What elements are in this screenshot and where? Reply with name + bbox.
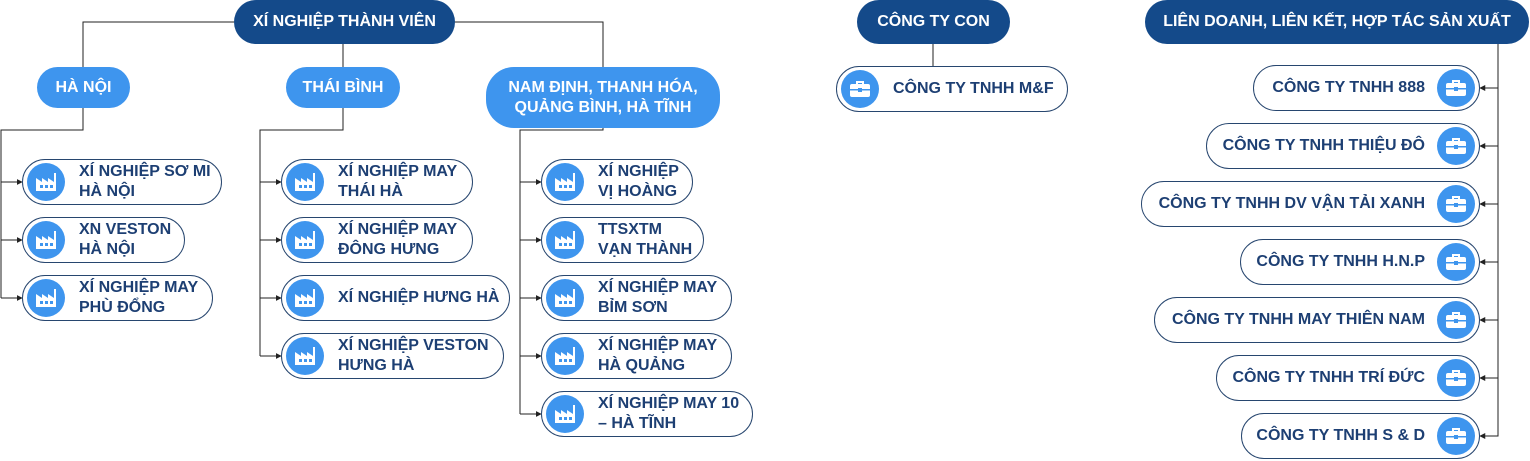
factory-icon (27, 221, 65, 259)
node-cty-may-thien-nam: CÔNG TY TNHH MAY THIÊN NAM (1154, 297, 1480, 343)
header-joint-venture: LIÊN DOANH, LIÊN KẾT, HỢP TÁC SẢN XUẤT (1145, 0, 1529, 44)
region-ha-noi-label: HÀ NỘI (55, 78, 112, 96)
factory-icon (546, 279, 584, 317)
node-line-2: HÀ NỘI (79, 241, 135, 258)
briefcase-icon (1437, 359, 1475, 397)
briefcase-icon (1437, 69, 1475, 107)
node-line-1: XÍ NGHIỆP MAY (338, 163, 458, 180)
node-line-1: TTSXTM (598, 221, 662, 238)
node-line-1: XÍ NGHIỆP MAY (338, 221, 458, 238)
node-line-1: XÍ NGHIỆP HƯNG HÀ (338, 289, 500, 306)
node-label: CÔNG TY TNHH MAY THIÊN NAM (1171, 311, 1425, 328)
factory-icon (286, 279, 324, 317)
node-line-2: HƯNG HÀ (338, 357, 415, 374)
node-line-1: XÍ NGHIỆP MAY 10 (598, 395, 740, 412)
region-nam-dinh-label-2: QUẢNG BÌNH, HÀ TĨNH (514, 98, 692, 116)
node-line-2: BỈM SƠN (598, 299, 668, 316)
node-xn-veston-hung-ha: XÍ NGHIỆP VESTON HƯNG HÀ (281, 333, 504, 379)
node-line-1: XÍ NGHIỆP (598, 163, 679, 180)
region-nam-dinh-label-1: NAM ĐỊNH, THANH HÓA, (508, 78, 698, 96)
node-xn-may-bim-son: XÍ NGHIỆP MAY BỈM SƠN (541, 275, 732, 321)
node-line-1: XÍ NGHIỆP MAY (598, 337, 718, 354)
factory-icon (546, 395, 584, 433)
node-ttsxtm-van-thanh: TTSXTM VẠN THÀNH (541, 217, 704, 263)
node-xn-veston-ha-noi: XN VESTON HÀ NỘI (22, 217, 185, 263)
region-ha-noi: HÀ NỘI (37, 67, 130, 108)
node-line-2: VẠN THÀNH (598, 241, 693, 258)
node-line-1: XN VESTON (79, 221, 172, 238)
node-line-2: THÁI HÀ (338, 183, 403, 200)
node-line-1: XÍ NGHIỆP VESTON (338, 337, 489, 354)
header-subsidiary: CÔNG TY CON (857, 0, 1010, 44)
node-xn-may-10-ha-tinh: XÍ NGHIỆP MAY 10 – HÀ TĨNH (541, 391, 753, 437)
node-xn-may-phu-dong: XÍ NGHIỆP MAY PHÙ ĐỔNG (22, 275, 213, 321)
factory-icon (27, 279, 65, 317)
factory-icon (546, 337, 584, 375)
region-thai-binh-label: THÁI BÌNH (302, 78, 384, 96)
node-label: CÔNG TY TNHH M&F (893, 80, 1054, 97)
node-label: CÔNG TY TNHH DV VẬN TẢI XANH (1158, 195, 1425, 212)
node-cong-ty-mf: CÔNG TY TNHH M&F (836, 66, 1068, 112)
briefcase-icon (1437, 243, 1475, 281)
node-line-2: ĐÔNG HƯNG (338, 241, 440, 258)
briefcase-icon (1437, 127, 1475, 165)
briefcase-icon (841, 70, 879, 108)
node-label: CÔNG TY TNHH H.N.P (1256, 253, 1425, 270)
node-line-1: XÍ NGHIỆP SƠ MI (79, 163, 211, 180)
node-xn-vi-hoang: XÍ NGHIỆP VỊ HOÀNG (541, 159, 693, 205)
node-line-2: VỊ HOÀNG (598, 183, 678, 200)
node-cty-888: CÔNG TY TNHH 888 (1253, 65, 1480, 111)
node-xn-may-thai-ha: XÍ NGHIỆP MAY THÁI HÀ (281, 159, 473, 205)
node-cty-van-tai-xanh: CÔNG TY TNHH DV VẬN TẢI XANH (1141, 181, 1480, 227)
header-member-label: XÍ NGHIỆP THÀNH VIÊN (253, 13, 436, 30)
region-thai-binh: THÁI BÌNH (286, 67, 400, 108)
node-cty-s-d: CÔNG TY TNHH S & D (1241, 413, 1480, 459)
node-cty-hnp: CÔNG TY TNHH H.N.P (1240, 239, 1480, 285)
factory-icon (27, 163, 65, 201)
node-xn-may-ha-quang: XÍ NGHIỆP MAY HÀ QUẢNG (541, 333, 732, 379)
header-joint-label: LIÊN DOANH, LIÊN KẾT, HỢP TÁC SẢN XUẤT (1163, 13, 1511, 30)
header-member-enterprises: XÍ NGHIỆP THÀNH VIÊN (234, 0, 455, 44)
node-line-1: XÍ NGHIỆP MAY (598, 279, 718, 296)
factory-icon (546, 221, 584, 259)
node-cty-tri-duc: CÔNG TY TNHH TRÍ ĐỨC (1216, 355, 1480, 401)
node-cty-thieu-do: CÔNG TY TNHH THIỆU ĐÔ (1206, 123, 1480, 169)
region-nam-dinh: NAM ĐỊNH, THANH HÓA, QUẢNG BÌNH, HÀ TĨNH (486, 67, 720, 128)
node-line-1: XÍ NGHIỆP MAY (79, 279, 199, 296)
node-label: CÔNG TY TNHH 888 (1272, 79, 1425, 96)
node-xn-hung-ha: XÍ NGHIỆP HƯNG HÀ (281, 275, 510, 321)
node-label: CÔNG TY TNHH TRÍ ĐỨC (1232, 369, 1425, 386)
factory-icon (286, 337, 324, 375)
header-subsidiary-label: CÔNG TY CON (877, 13, 990, 30)
briefcase-icon (1437, 185, 1475, 223)
node-line-2: – HÀ TĨNH (598, 415, 677, 432)
factory-icon (546, 163, 584, 201)
node-xn-may-dong-hung: XÍ NGHIỆP MAY ĐÔNG HƯNG (281, 217, 473, 263)
factory-icon (286, 221, 324, 259)
briefcase-icon (1437, 301, 1475, 339)
node-line-2: HÀ NỘI (79, 183, 135, 200)
briefcase-icon (1437, 417, 1475, 455)
node-label: CÔNG TY TNHH THIỆU ĐÔ (1222, 137, 1425, 154)
node-xn-so-mi-ha-noi: XÍ NGHIỆP SƠ MI HÀ NỘI (22, 159, 222, 205)
node-line-2: PHÙ ĐỔNG (79, 299, 166, 316)
node-line-2: HÀ QUẢNG (598, 357, 686, 374)
node-label: CÔNG TY TNHH S & D (1256, 427, 1425, 444)
factory-icon (286, 163, 324, 201)
